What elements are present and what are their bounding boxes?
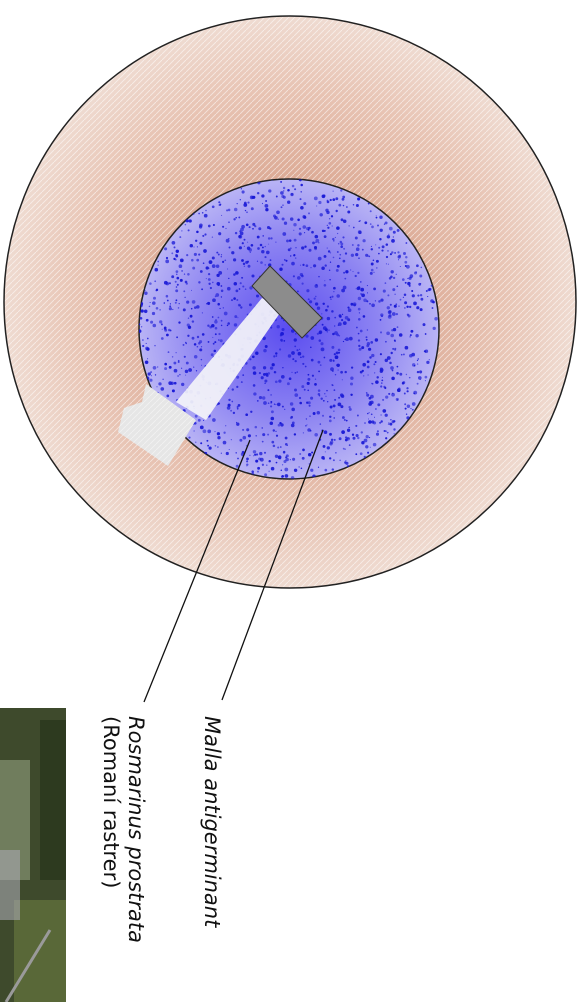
plant-common-name: (Romaní rastrer) bbox=[100, 716, 121, 943]
garden-photo-strip bbox=[0, 708, 66, 1002]
mesh-name: Malla antigerminant bbox=[201, 716, 222, 927]
plant-name: Rosmarinus prostrata bbox=[125, 716, 146, 943]
label-mesh: Malla antigerminant bbox=[201, 716, 222, 927]
label-plant: Rosmarinus prostrata (Romaní rastrer) bbox=[100, 716, 146, 943]
